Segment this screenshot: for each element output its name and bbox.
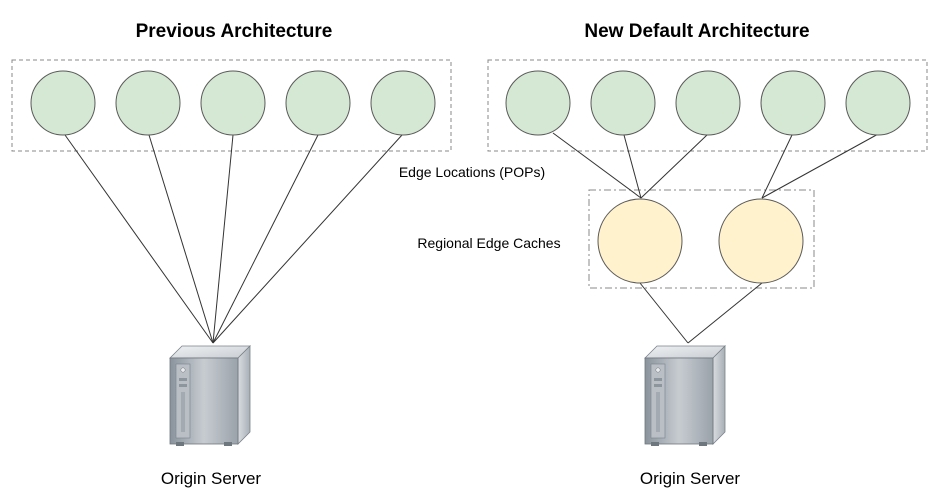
left-connection-lines — [64, 134, 403, 344]
edge-locations-label: Edge Locations (POPs) — [399, 164, 545, 180]
left-pop-node-5 — [370, 70, 436, 136]
right-origin-server-label: Origin Server — [640, 469, 740, 488]
regional-edge-caches-box — [588, 189, 815, 289]
right-pop-node-5 — [845, 70, 911, 136]
right-pop-node-4 — [760, 70, 826, 136]
left-pop-node-2 — [115, 70, 181, 136]
right-pop-node-2 — [590, 70, 656, 136]
left-pop-node-4 — [285, 70, 351, 136]
left-origin-server-label: Origin Server — [161, 469, 261, 488]
right-connection-lines — [552, 132, 881, 344]
right-origin-server-icon — [644, 345, 726, 447]
left-pop-node-3 — [200, 70, 266, 136]
right-pop-node-1 — [505, 70, 571, 136]
left-origin-server-icon — [169, 345, 251, 447]
regional-edge-caches-label: Regional Edge Caches — [417, 235, 560, 251]
left-pop-node-1 — [30, 70, 96, 136]
regional-edge-cache-2 — [718, 198, 804, 284]
previous-architecture-title: Previous Architecture — [136, 21, 333, 42]
right-edge-locations-box — [487, 59, 928, 152]
right-pop-node-3 — [675, 70, 741, 136]
new-architecture-title: New Default Architecture — [584, 21, 809, 42]
regional-edge-cache-1 — [597, 198, 683, 284]
